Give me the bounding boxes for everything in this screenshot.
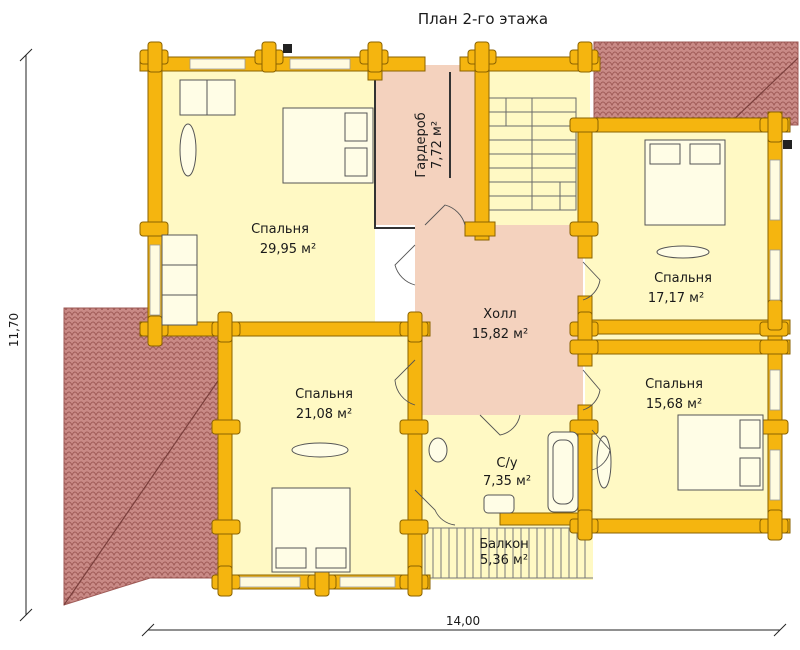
balcony-name: Балкон: [479, 537, 529, 552]
roof-west-ridge: [63, 374, 223, 606]
dimension-width: [141, 623, 787, 637]
sink: [483, 494, 515, 514]
wall-south-east: [579, 518, 791, 534]
wall-hall-east-upper: [577, 117, 593, 259]
sofa-west: [161, 234, 198, 326]
wardrobe-area: 7,72 м²: [430, 121, 445, 169]
room-floors: [155, 65, 775, 580]
markers: [283, 44, 792, 149]
wall-stair-west: [474, 49, 490, 241]
wardrobe-walls: [374, 72, 451, 229]
wall-hall-west: [407, 321, 423, 588]
roof-ne-ridge: [727, 57, 799, 126]
room-labels: Спальня 29,95 м² Гардероб 7,72 м² Спальн…: [251, 112, 712, 568]
wall-hall-north: [464, 221, 496, 237]
dimension-width-label: 14,00: [446, 614, 480, 628]
balcony-area: 5,36 м²: [480, 553, 528, 568]
bedroom-sw-name: Спальня: [295, 387, 353, 402]
bathroom-area: 7,35 м²: [483, 474, 531, 489]
bedroom-se-name: Спальня: [645, 377, 703, 392]
windows: [149, 58, 781, 588]
wall-bedroom-ne-south: [579, 319, 791, 335]
wardrobe-name: Гардероб: [414, 112, 429, 177]
log-joints: [139, 41, 789, 597]
table-ne: [656, 245, 710, 259]
bedroom-sw-area: 21,08 м²: [296, 407, 352, 422]
roof-north-east: [593, 41, 799, 126]
hall-area: 15,82 м²: [472, 327, 528, 342]
wardrobe-floor: [375, 65, 475, 225]
balcony-railing: [420, 527, 593, 579]
table-main: [179, 123, 197, 177]
dimension-height: [19, 48, 33, 622]
bedroom-ne-name: Спальня: [654, 271, 712, 286]
bedroom-main-area: 29,95 м²: [260, 242, 316, 257]
bedroom-se-area: 15,68 м²: [646, 397, 702, 412]
roof-west: [63, 307, 223, 606]
bathroom-name: С/у: [496, 456, 517, 471]
bedroom-main-name: Спальня: [251, 222, 309, 237]
doors: [394, 204, 611, 526]
wall-north-east: [579, 117, 791, 133]
furniture: [161, 79, 764, 573]
dimension-height-label: 11,70: [7, 313, 21, 347]
hall-name: Холл: [483, 307, 516, 322]
balcony-floor: [415, 520, 593, 580]
bedroom-ne-area: 17,17 м²: [648, 291, 704, 306]
plan-title: План 2-го этажа: [418, 10, 548, 28]
staircase: [487, 97, 577, 211]
hall-floor: [415, 225, 583, 415]
wall-west-lower: [217, 317, 233, 589]
toilet: [428, 437, 448, 463]
wall-bedroom-se-north: [579, 339, 791, 355]
table-sw: [291, 442, 349, 458]
